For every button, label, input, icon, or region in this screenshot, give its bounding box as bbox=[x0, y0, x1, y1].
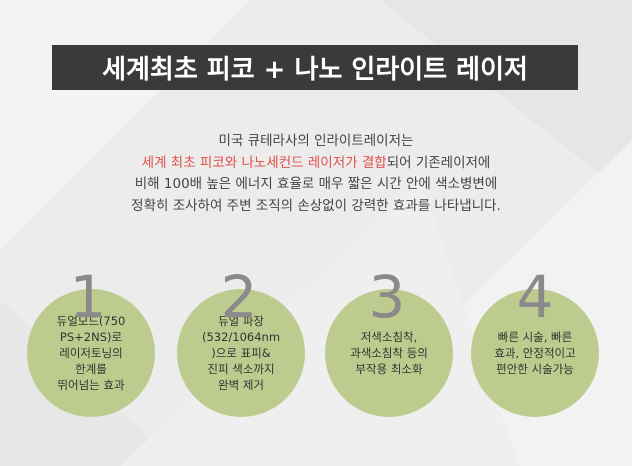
page-title: 세계최초 피코 + 나노 인라이트 레이저 bbox=[52, 45, 578, 90]
description-line-3: 비해 100배 높은 에너지 효율로 매우 짧은 시간 안에 색소병변에 bbox=[134, 176, 498, 192]
feature-circle-2: 듀얼 파장 (532/1064nm )으로 표피& 진피 색소까지 완벽 제거 bbox=[177, 289, 305, 417]
feature-number-4: 4 bbox=[516, 263, 554, 331]
feature-number-3: 3 bbox=[368, 263, 406, 331]
description-line-2: 세계 최초 피코와 나노세컨드 레이저가 결합되어 기존레이저에 bbox=[0, 153, 632, 175]
feature-number-1: 1 bbox=[69, 263, 107, 331]
description: 미국 큐테라사의 인라이트레이저는 세계 최초 피코와 나노세컨드 레이저가 결… bbox=[0, 131, 632, 217]
feature-text-1: 듀얼모드(750 PS+2NS)로 레이저토닝의 한계를 뛰어넘는 효과 bbox=[56, 314, 126, 392]
feature-number-2: 2 bbox=[220, 263, 258, 331]
feature-circle-3: 저색소침착, 과색소침착 등의 부작용 최소화 bbox=[325, 289, 453, 417]
feature-text-2: 듀얼 파장 (532/1064nm )으로 표피& 진피 색소까지 완벽 제거 bbox=[201, 314, 281, 392]
description-line-1: 미국 큐테라사의 인라이트레이저는 bbox=[218, 133, 414, 149]
feature-text-4: 빠른 시술, 빠른 효과, 안정적이고 편안한 시술가능 bbox=[494, 330, 576, 376]
feature-circle-1: 듀얼모드(750 PS+2NS)로 레이저토닝의 한계를 뛰어넘는 효과 bbox=[27, 289, 155, 417]
description-line-4: 정확히 조사하여 주변 조직의 손상없이 강력한 효과를 나타냅니다. bbox=[131, 197, 501, 214]
description-highlight: 세계 최초 피코와 나노세컨드 레이저가 결합 bbox=[141, 154, 387, 171]
feature-circle-4: 빠른 시술, 빠른 효과, 안정적이고 편안한 시술가능 bbox=[471, 289, 599, 417]
description-line-2-rest: 되어 기존레이저에 bbox=[386, 154, 491, 171]
feature-text-3: 저색소침착, 과색소침착 등의 부작용 최소화 bbox=[350, 330, 428, 376]
